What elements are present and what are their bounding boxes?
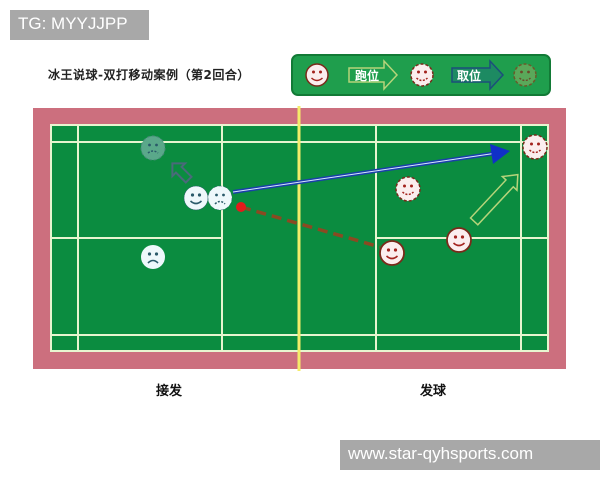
server-run-arrow	[469, 173, 519, 226]
legend-panel: 跑位 取位	[291, 54, 551, 96]
receiving-side-label: 接发	[156, 384, 183, 399]
player-target-icon	[410, 63, 434, 87]
server-icon	[379, 240, 405, 266]
shuttle-icon	[236, 202, 246, 212]
receiver-previous-position-icon	[140, 135, 166, 161]
player-previous-icon	[513, 63, 537, 87]
server-partner-icon	[446, 227, 472, 253]
player-current-icon	[305, 63, 329, 87]
legend-take-label: 取位	[457, 68, 481, 83]
receiver-partner-icon	[183, 185, 209, 211]
run-arrow-icon: 跑位	[348, 59, 399, 91]
receiver-original-position-icon	[141, 245, 165, 269]
court-surface	[51, 125, 548, 351]
shuttle-path-serve	[240, 205, 381, 249]
legend-run-label: 跑位	[355, 68, 379, 83]
court-surround	[33, 108, 566, 369]
server-target-back-icon	[522, 134, 548, 160]
serving-side-label: 发球	[420, 384, 447, 399]
court-lines	[50, 124, 549, 352]
receiver-hitting-icon	[207, 185, 233, 211]
take-position-arrow-icon: 取位	[451, 59, 505, 91]
server-target-front-icon	[395, 176, 421, 202]
watermark-top: TG: MYYJJPP	[10, 10, 149, 40]
diagram-title: 冰王说球-双打移动案例（第2回合）	[48, 68, 250, 82]
watermark-bottom: www.star-qyhsports.com	[340, 440, 600, 470]
return-shot-arrow	[232, 144, 510, 194]
receiver-take-position-arrow	[171, 162, 193, 184]
